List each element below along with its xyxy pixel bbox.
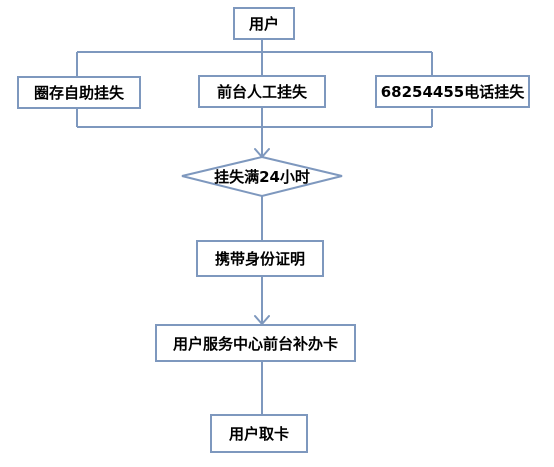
reissue-card-node: 用户服务中心前台补办卡	[155, 324, 356, 362]
self-service-loss-node: 圈存自助挂失	[17, 76, 141, 109]
id-proof-node: 携带身份证明	[196, 240, 324, 277]
phone-loss-node: 68254455电话挂失	[375, 75, 530, 108]
decision-label: 挂失满24小时	[214, 167, 310, 186]
pickup-card-node: 用户取卡	[210, 414, 308, 453]
counter-loss-node: 前台人工挂失	[198, 75, 326, 108]
user-node: 用户	[233, 7, 295, 40]
